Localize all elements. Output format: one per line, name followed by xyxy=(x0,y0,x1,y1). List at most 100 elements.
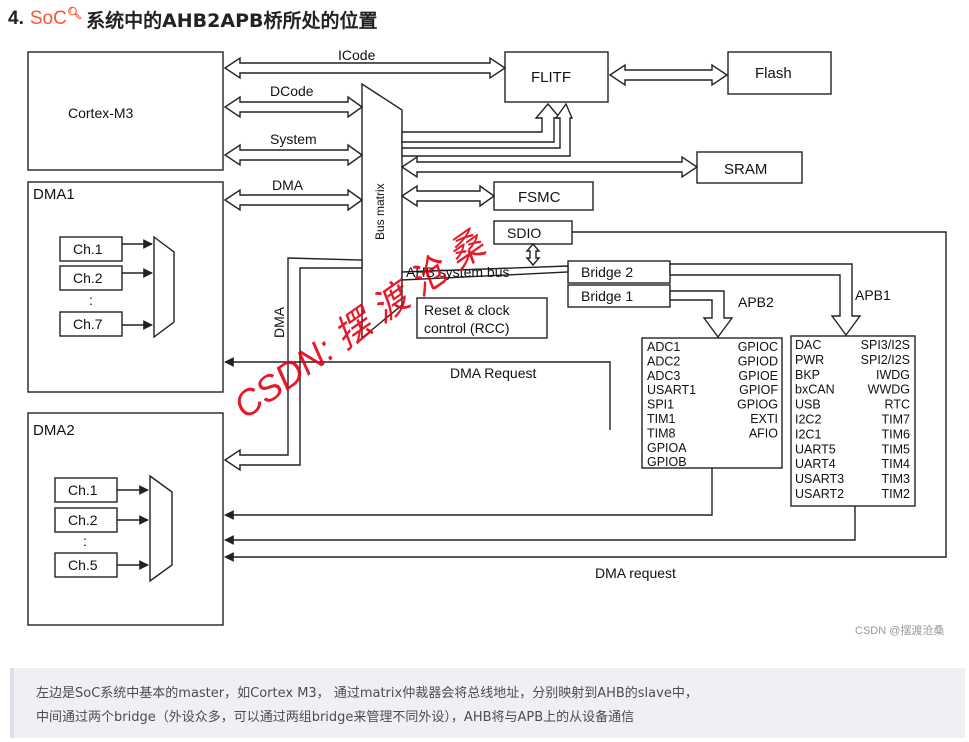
peripheral-label: TIM2 xyxy=(882,487,911,501)
section-number: 4. xyxy=(8,8,24,29)
dma-request-line-top xyxy=(224,357,611,430)
peripheral-label: EXTI xyxy=(750,412,778,426)
peripheral-label: UART5 xyxy=(795,442,836,456)
dma-request-top-label: DMA Request xyxy=(450,365,536,381)
dma1-ch7-box xyxy=(59,311,123,337)
apb1-label: APB1 xyxy=(855,287,891,303)
matrix-fsmc-arrow xyxy=(400,184,496,208)
matrix-flitf-arrow-2 xyxy=(401,102,574,157)
peripheral-label: UART4 xyxy=(795,457,836,471)
peripheral-label: RTC xyxy=(885,398,910,412)
peripheral-label: USB xyxy=(795,398,821,412)
peripheral-label: TIM8 xyxy=(647,426,676,440)
dma-request-line-apb1 xyxy=(224,506,856,545)
flash-label: Flash xyxy=(755,65,792,82)
peripheral-label: TIM1 xyxy=(647,412,676,426)
ahb-bus-arrow xyxy=(401,265,569,281)
rcc-box xyxy=(416,297,548,339)
ahb-bus-label: AHB system bus xyxy=(406,264,509,280)
peripheral-label: TIM7 xyxy=(882,413,911,427)
peripheral-label: SPI3/I2S xyxy=(861,338,910,352)
peripheral-label: I2C1 xyxy=(795,427,821,441)
dma-request-bottom-label: DMA request xyxy=(595,565,676,581)
dcode-bus-arrow xyxy=(223,95,364,119)
soc-diagram: Cortex-M3 DMA1 DMA2 Ch.1 Ch.2 : Ch.7 Ch.… xyxy=(27,47,947,637)
peripheral-label: GPIOB xyxy=(647,455,687,469)
dma1-label: DMA1 xyxy=(33,186,75,203)
apb2-label: APB2 xyxy=(738,294,774,310)
icode-label: ICode xyxy=(338,47,376,63)
system-label: System xyxy=(270,131,317,147)
icode-bus-arrow xyxy=(223,56,507,80)
matrix-flitf-arrow xyxy=(401,102,562,143)
heading-title: 系统中的AHB2APB桥所处的位置 xyxy=(86,9,378,32)
dma1-ch1-box xyxy=(59,236,123,262)
dma2-mux xyxy=(149,474,173,583)
rcc-label-2: control (RCC) xyxy=(424,320,510,336)
peripheral-label: ADC1 xyxy=(647,340,680,354)
peripheral-label: USART3 xyxy=(795,472,844,486)
peripheral-label: bxCAN xyxy=(795,383,835,397)
dma1-ch2-box xyxy=(59,265,123,291)
note-line-1: 左边是SoC系统中基本的master，如Cortex M3， 通过matrix仲… xyxy=(36,686,698,701)
peripheral-label: SPI2/I2S xyxy=(861,353,910,367)
dma-bus-label: DMA xyxy=(272,177,304,193)
dma2-label: DMA2 xyxy=(33,422,75,439)
flitf-label: FLITF xyxy=(531,69,571,86)
credit-label: CSDN @摆渡沧桑 xyxy=(855,623,944,637)
flash-box xyxy=(727,51,832,95)
peripheral-label: IWDG xyxy=(876,368,910,382)
dma2-ch1-label: Ch.1 xyxy=(68,482,98,498)
peripheral-label: WWDG xyxy=(868,383,910,397)
sdio-double-arrow xyxy=(525,242,541,267)
dma-vertical-label: DMA xyxy=(271,306,287,338)
dma-bus-arrow xyxy=(223,188,364,212)
peripheral-label: GPIOG xyxy=(737,398,778,412)
dma1-ch1-label: Ch.1 xyxy=(73,241,103,257)
dma-request-line-apb2 xyxy=(224,468,713,520)
apb2-down-arrow xyxy=(669,290,734,339)
dma2-dots: : xyxy=(83,533,87,549)
peripheral-label: GPIOD xyxy=(738,354,778,368)
dma1-dots: : xyxy=(89,292,93,308)
bridge1-label: Bridge 1 xyxy=(581,288,633,304)
peripheral-label: GPIOE xyxy=(738,369,778,383)
peripheral-label: TIM4 xyxy=(882,457,911,471)
search-icon[interactable]: 🔍︎ xyxy=(66,6,83,20)
peripheral-label: GPIOC xyxy=(738,340,778,354)
note-line-2: 中间通过两个bridge（外设众多，可以通过两组bridge来管理不同外设），A… xyxy=(36,710,635,725)
sdio-label: SDIO xyxy=(507,225,541,241)
apb1-peripheral-box xyxy=(790,335,916,507)
bus-matrix-shape xyxy=(361,82,403,340)
rcc-label-1: Reset & clock xyxy=(424,302,511,318)
peripheral-label: AFIO xyxy=(749,426,778,440)
peripheral-label: TIM5 xyxy=(882,442,911,456)
flitf-flash-arrow xyxy=(608,63,729,87)
peripheral-label: SPI1 xyxy=(647,398,674,412)
peripheral-label: USART1 xyxy=(647,383,696,397)
dma1-box xyxy=(27,181,224,393)
peripheral-label: GPIOA xyxy=(647,441,687,455)
peripheral-label: BKP xyxy=(795,368,820,382)
apb1-down-arrow xyxy=(669,263,862,337)
dma2-ch5-label: Ch.5 xyxy=(68,557,98,573)
bridge2-label: Bridge 2 xyxy=(581,264,633,280)
dma-request-line-sdio xyxy=(224,231,947,562)
flitf-box xyxy=(504,51,609,103)
soc-link[interactable]: SoC xyxy=(29,8,67,29)
bus-matrix-label: Bus matrix xyxy=(373,183,387,240)
system-bus-arrow xyxy=(223,143,364,167)
peripheral-label: PWR xyxy=(795,353,824,367)
matrix-sram-arrow xyxy=(400,155,699,179)
dma1-ch2-label: Ch.2 xyxy=(73,270,103,286)
peripheral-label: GPIOF xyxy=(739,383,778,397)
peripheral-label: I2C2 xyxy=(795,413,821,427)
sram-label: SRAM xyxy=(724,161,767,178)
section-heading: 4. SoC 🔍︎ 系统中的AHB2APB桥所处的位置 xyxy=(8,6,377,32)
dma2-box xyxy=(27,412,224,626)
dma1-ch7-label: Ch.7 xyxy=(73,316,103,332)
cortex-label: Cortex-M3 xyxy=(68,105,134,121)
peripheral-label: ADC2 xyxy=(647,354,680,368)
peripheral-label: DAC xyxy=(795,338,821,352)
fsmc-label: FSMC xyxy=(518,189,561,206)
